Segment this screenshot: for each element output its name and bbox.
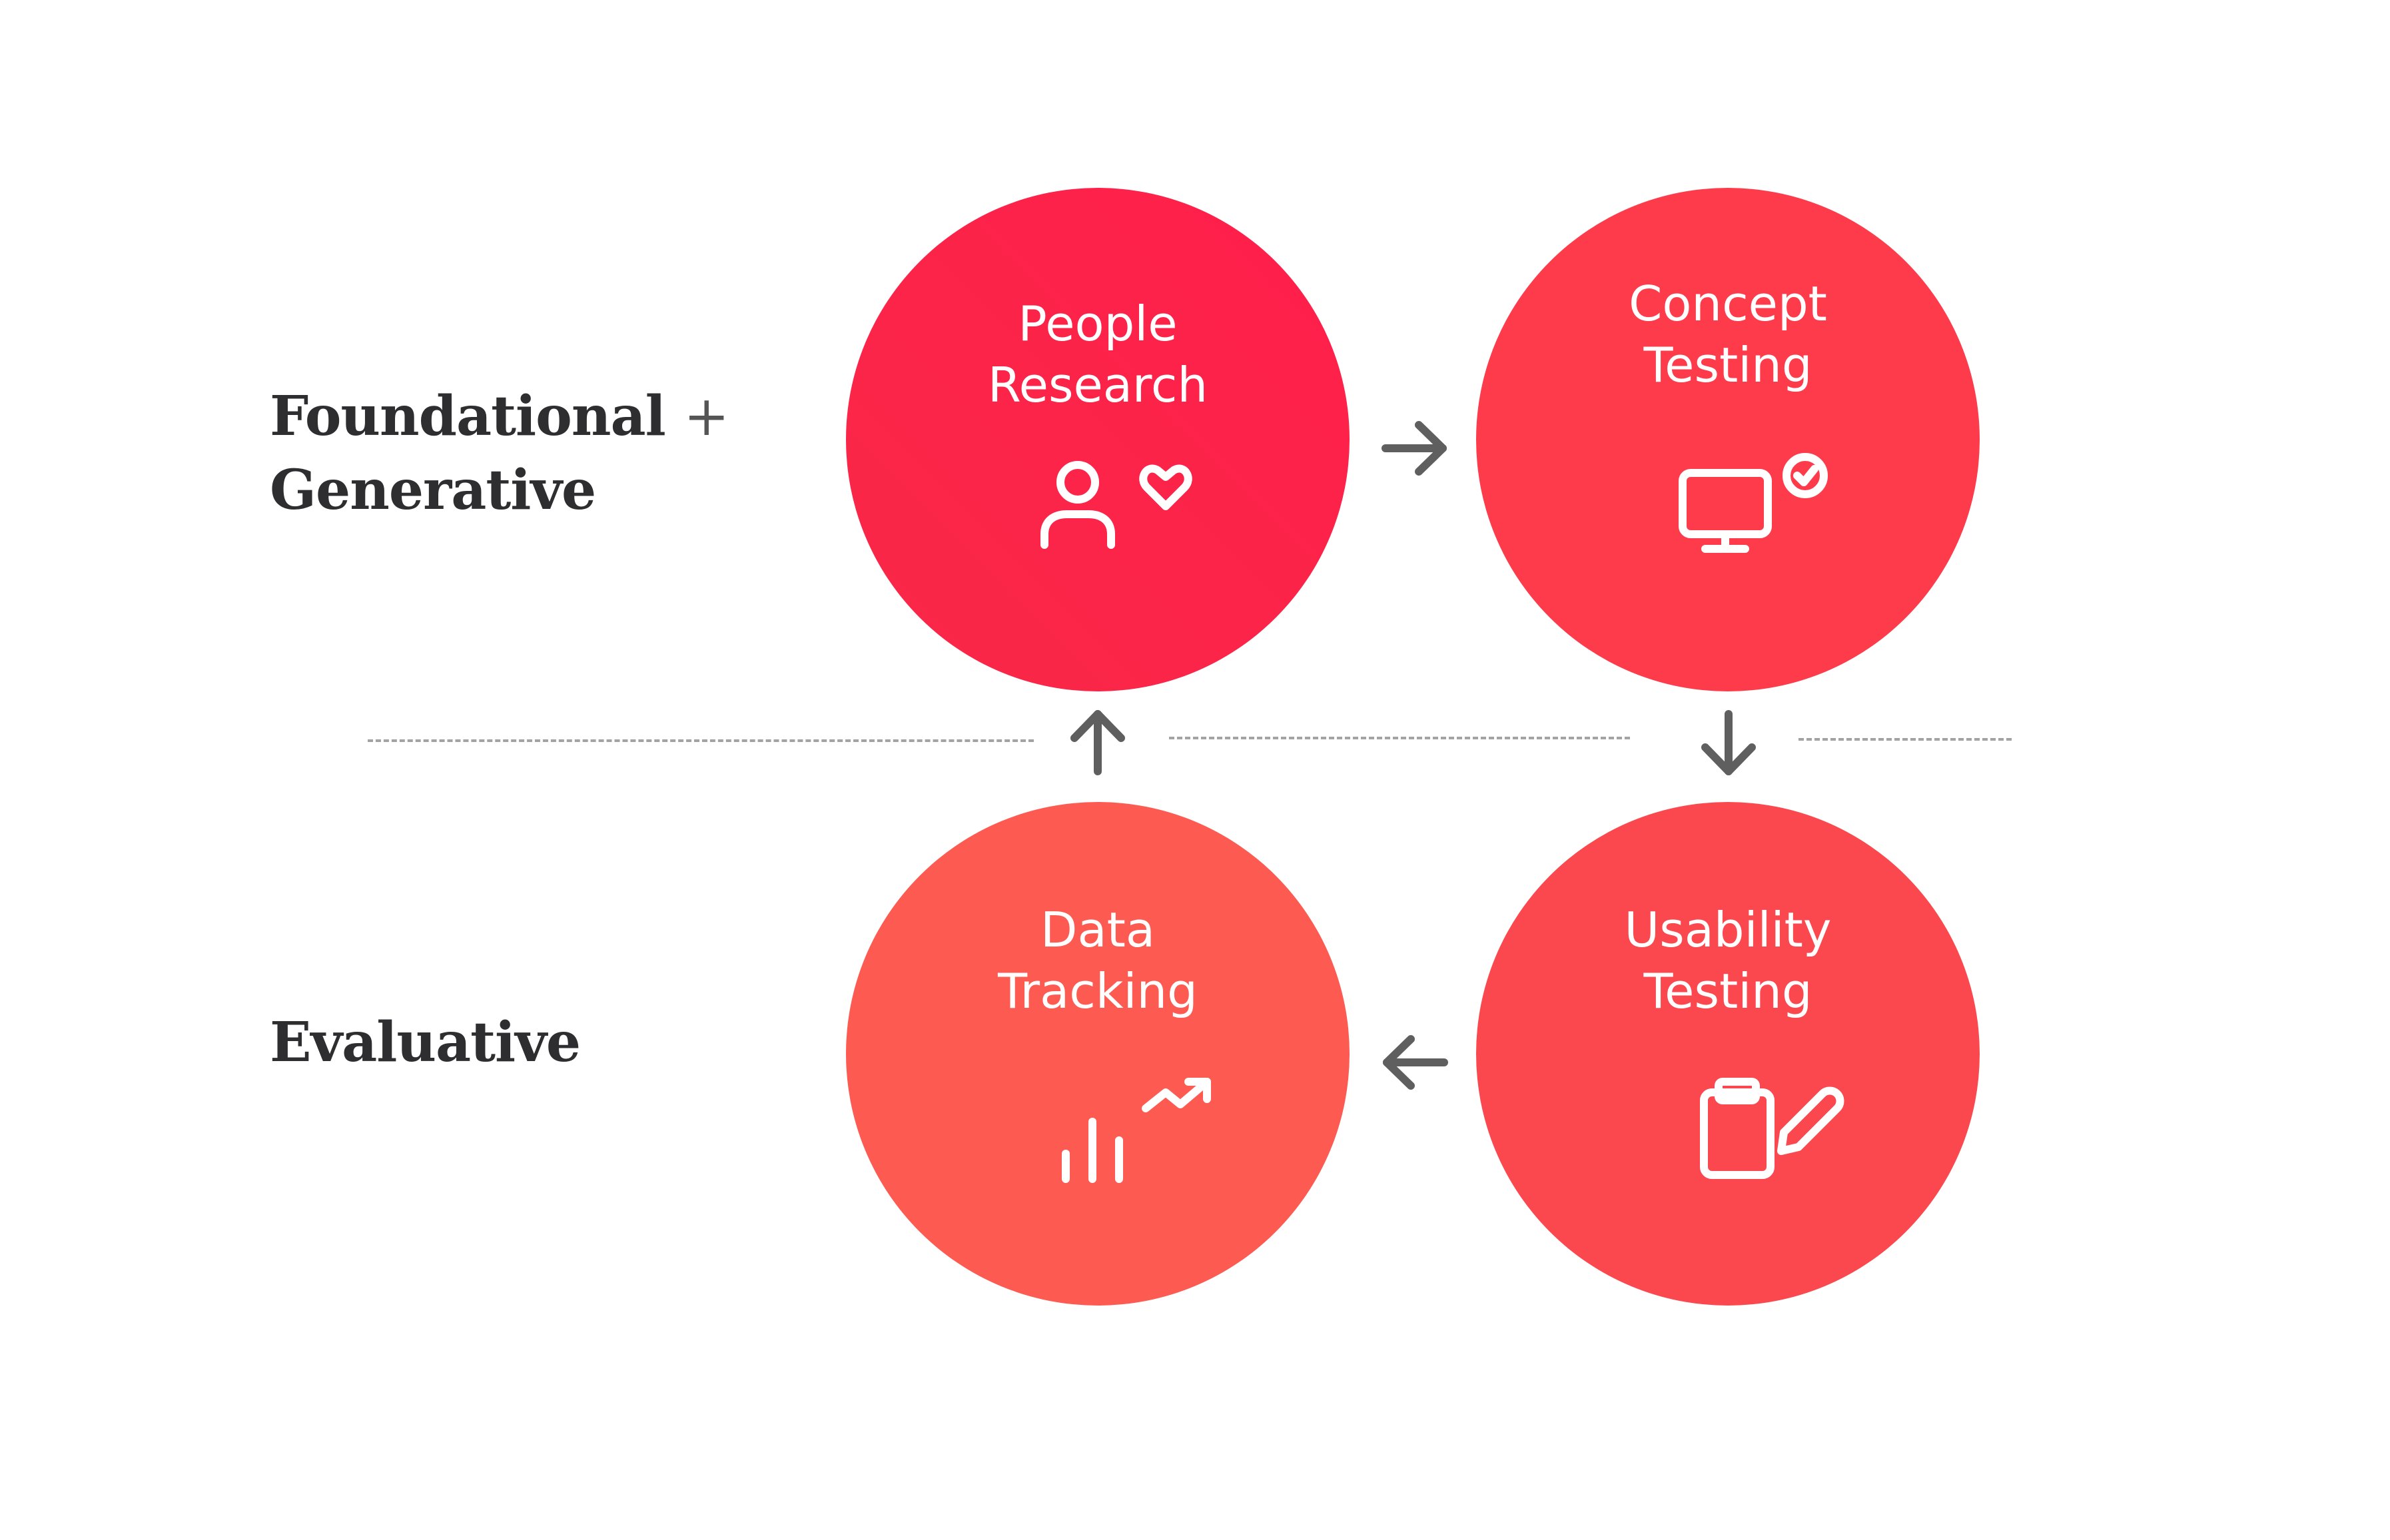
stage-title: Concept Testing xyxy=(1629,276,1827,393)
person-heart-icon xyxy=(1040,461,1192,549)
stage-title: Usability Testing xyxy=(1624,902,1832,1019)
divider-left xyxy=(368,739,1034,742)
label-evaluative: Evaluative xyxy=(270,1010,581,1074)
divider-middle xyxy=(1169,737,1630,739)
clipboard-pencil-icon xyxy=(1700,1078,1844,1179)
stage-people-research: People Research xyxy=(846,188,1350,691)
arrow-right-icon xyxy=(1382,421,1447,476)
monitor-check-icon xyxy=(1679,453,1828,553)
label-foundational-generative: Foundational + Generative xyxy=(270,380,729,527)
stage-data-tracking: Data Tracking xyxy=(846,802,1350,1306)
stage-usability-testing: Usability Testing xyxy=(1476,802,1980,1306)
stage-concept-testing: Concept Testing xyxy=(1476,188,1980,691)
stage-title: Data Tracking xyxy=(998,902,1198,1019)
divider-right xyxy=(1798,738,2012,741)
label-generative: Generative xyxy=(270,458,596,522)
stage-title: People Research xyxy=(987,296,1208,413)
label-foundational: Foundational xyxy=(270,384,666,448)
arrow-down-icon xyxy=(1701,710,1756,775)
label-plus: + xyxy=(683,385,729,448)
bar-chart-trend-icon xyxy=(1062,1078,1211,1183)
arrow-up-icon xyxy=(1070,710,1125,775)
arrow-left-icon xyxy=(1383,1035,1448,1090)
